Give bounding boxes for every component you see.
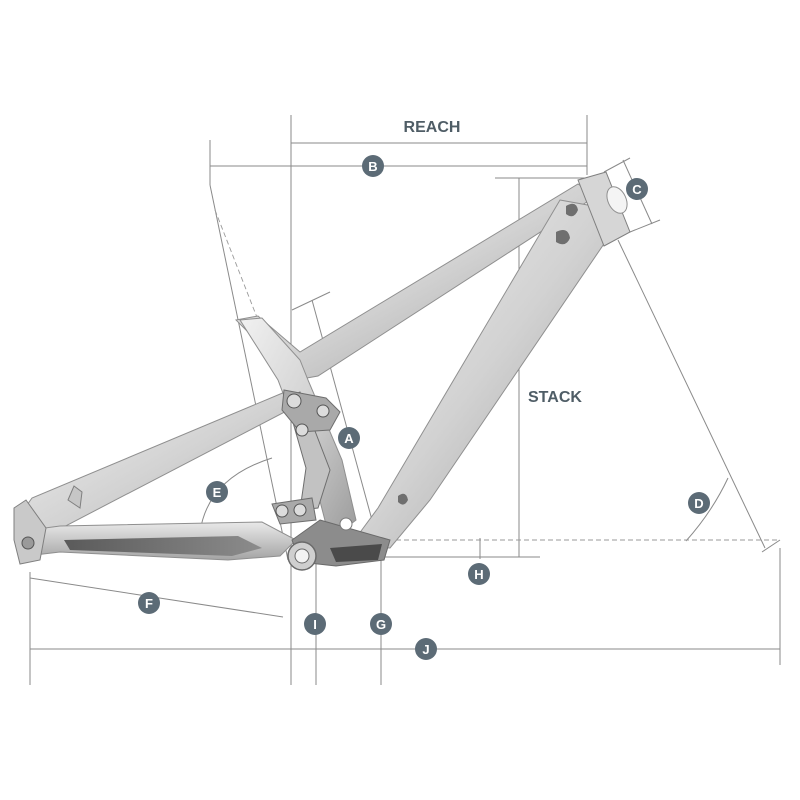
bottom-bracket-inner [294, 548, 310, 564]
reach-label: REACH [404, 119, 461, 136]
badge-c: C [626, 178, 648, 200]
a-dimension-line [311, 299, 373, 521]
frame-cutout [339, 517, 353, 531]
bike-frame [13, 171, 631, 571]
rear-axle [21, 536, 35, 550]
bb-graphic [330, 544, 382, 562]
lower-pivot-1 [275, 504, 289, 518]
badge-g: G [370, 613, 392, 635]
badge-j: J [415, 638, 437, 660]
a-top-tick [291, 291, 331, 311]
head-axis-line [617, 239, 766, 549]
seat-axis-dashed [214, 209, 259, 321]
rear-dropout [13, 499, 47, 565]
stack-label: STACK [528, 389, 582, 406]
badge-h-text: H [474, 567, 483, 582]
badge-a-text: A [344, 431, 354, 446]
head-tube [577, 171, 631, 247]
badge-g-text: G [376, 617, 386, 632]
brake-mount [67, 485, 83, 509]
badge-h: H [468, 563, 490, 585]
badge-e: E [206, 481, 228, 503]
badge-d: D [688, 492, 710, 514]
badge-j-text: J [422, 642, 429, 657]
badge-b: B [362, 155, 384, 177]
badge-b-text: B [368, 159, 377, 174]
badge-i-text: I [313, 617, 317, 632]
badge-f-text: F [145, 596, 153, 611]
c-top-tick [603, 157, 631, 173]
badge-c-text: C [632, 182, 642, 197]
c-bottom-tick [629, 219, 661, 233]
cable-port-upper [566, 203, 578, 217]
rocker-pivot-1 [286, 393, 302, 409]
lower-pivot-2 [293, 503, 307, 517]
badge-f: F [138, 592, 160, 614]
rocker-pivot-3 [295, 423, 309, 437]
badge-d-text: D [694, 496, 703, 511]
bb-right-end [761, 539, 781, 553]
badge-i: I [304, 613, 326, 635]
dimension-lines [29, 115, 781, 685]
d-angle-arc [685, 477, 729, 542]
chain-stay-graphic [64, 536, 262, 556]
bottle-mount [398, 493, 408, 505]
head-tube-top [606, 186, 628, 214]
rocker-pivot-2 [316, 404, 330, 418]
badge-a: A [338, 427, 360, 449]
cable-port-lower [556, 230, 570, 245]
badge-e-text: E [213, 485, 222, 500]
seat-axis-line [209, 184, 289, 561]
